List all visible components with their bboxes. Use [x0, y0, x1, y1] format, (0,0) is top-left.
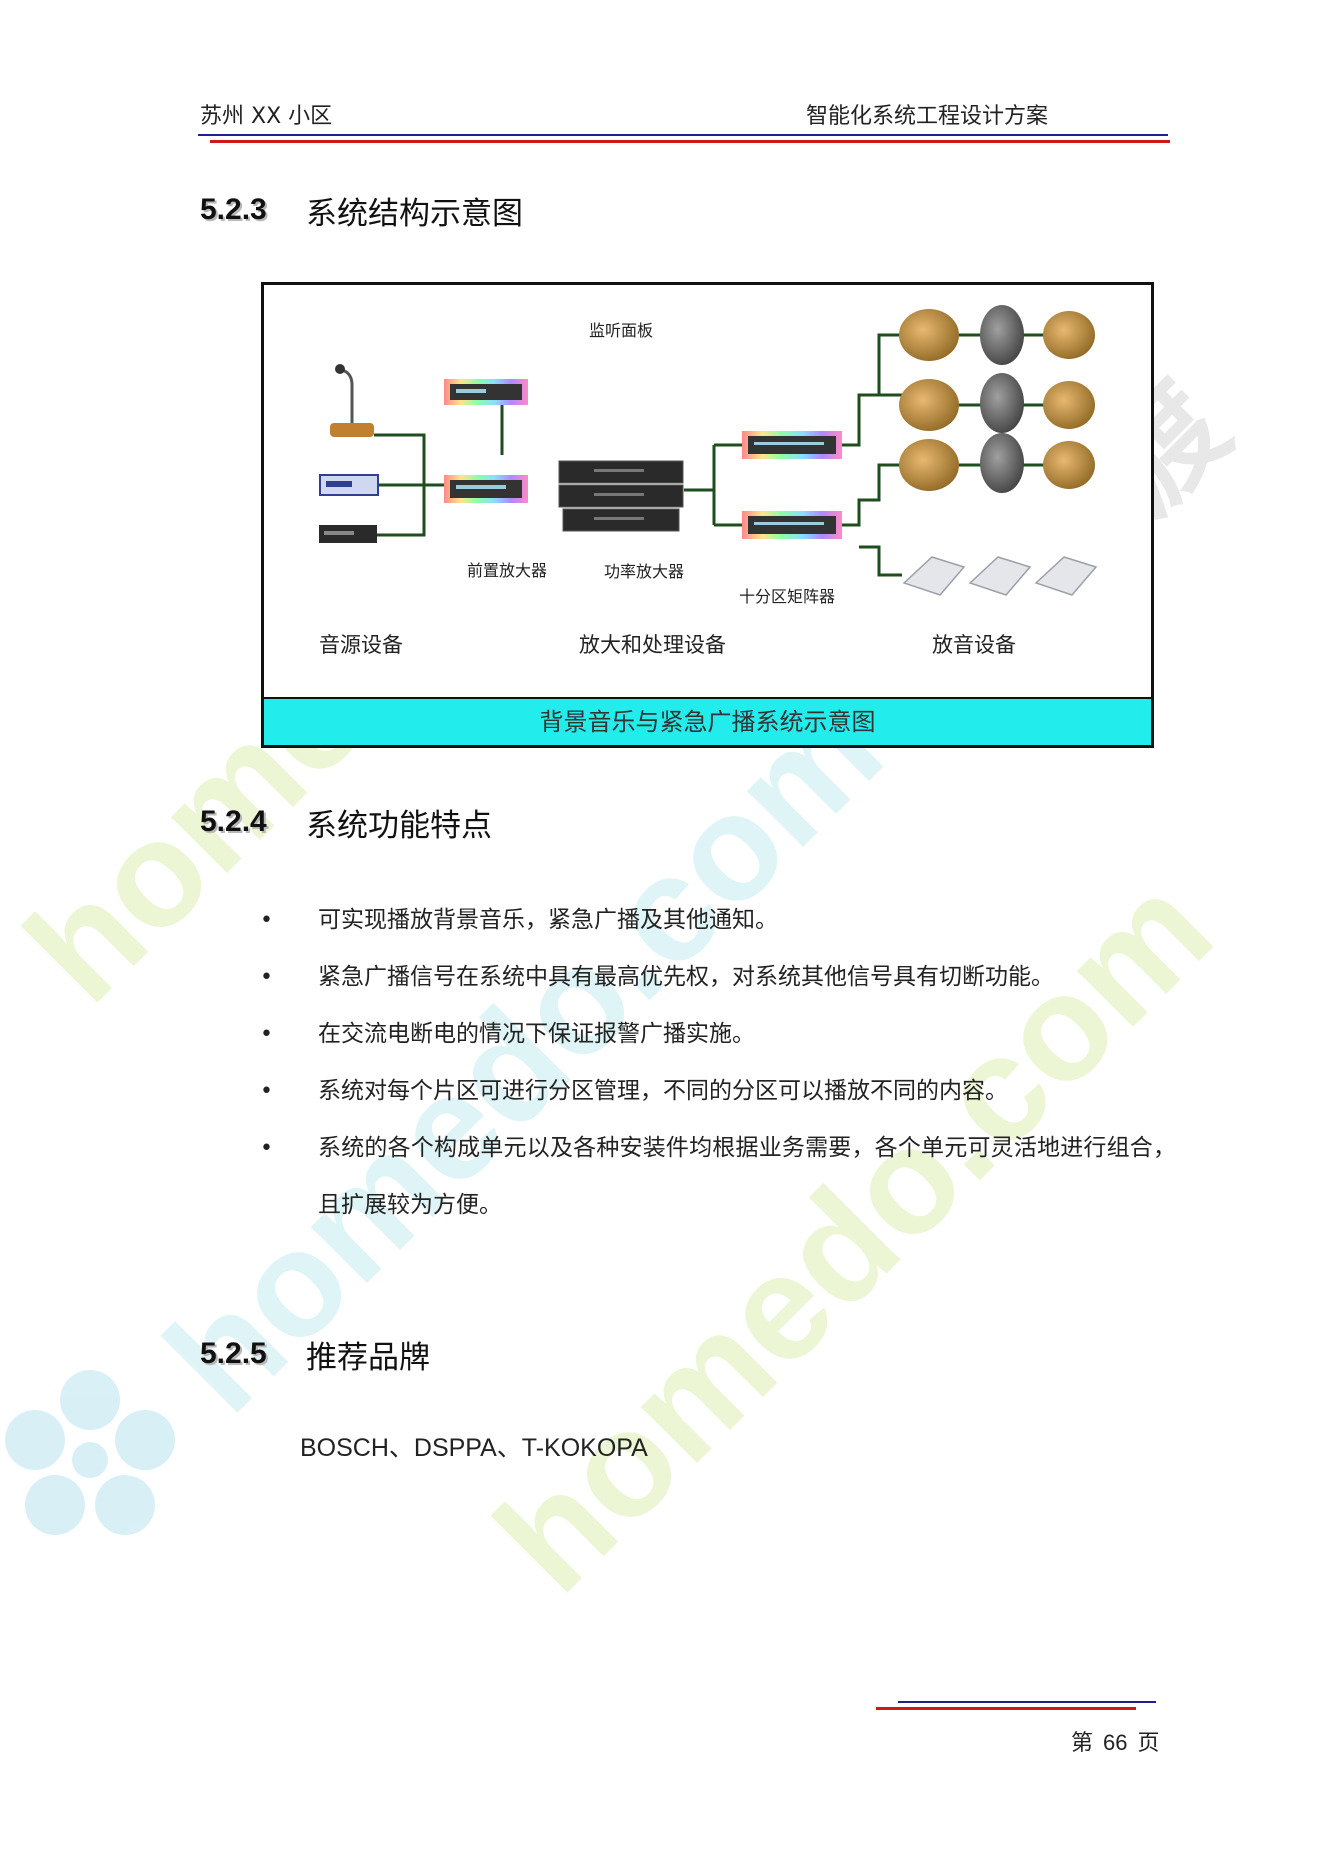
- label-zone-matrix: 十分区矩阵器: [739, 587, 836, 606]
- header-left-title: 苏州 XX 小区: [200, 104, 333, 129]
- section-heading-525: 5.2.5 推荐品牌: [200, 1332, 430, 1376]
- label-power-amp: 功率放大器: [604, 562, 685, 581]
- section-title: 系统结构示意图: [306, 195, 523, 232]
- diagram-caption: 背景音乐与紧急广播系统示意图: [264, 697, 1151, 745]
- header-rule-blue: [198, 134, 1168, 136]
- section-title: 推荐品牌: [306, 1339, 430, 1376]
- header-rule-red: [210, 140, 1170, 143]
- bullet-icon: •: [260, 1022, 273, 1047]
- list-item-text: 可实现播放背景音乐，紧急广播及其他通知。: [318, 907, 778, 933]
- bullet-icon: •: [260, 965, 273, 990]
- rock-speaker-icon: [899, 305, 1095, 493]
- page-number: 第 66 页: [1071, 1725, 1160, 1757]
- speaker-icon: [902, 556, 1098, 596]
- recommended-brands: BOSCH、DSPPA、T-KOKOPA: [300, 1434, 648, 1462]
- section-heading-523: 5.2.3 系统结构示意图: [200, 188, 523, 232]
- bullet-icon: •: [260, 1136, 273, 1161]
- cd-player-icon: [319, 474, 379, 496]
- group-label-amplify: 放大和处理设备: [579, 633, 726, 657]
- bullet-icon: •: [260, 908, 273, 933]
- section-heading-524: 5.2.4 系统功能特点: [200, 800, 492, 844]
- group-label-source: 音源设备: [319, 633, 403, 657]
- bullet-icon: •: [260, 1079, 273, 1104]
- page-prefix: 第: [1071, 1731, 1094, 1756]
- list-item: • 系统的各个构成单元以及各种安装件均根据业务需要，各个单元可灵活地进行组合，且扩…: [256, 1120, 1176, 1234]
- list-item-text: 系统对每个片区可进行分区管理，不同的分区可以播放不同的内容。: [318, 1078, 1008, 1104]
- list-item: • 在交流电断电的情况下保证报警广播实施。: [256, 1006, 1176, 1063]
- group-label-speakers: 放音设备: [932, 633, 1016, 657]
- list-item: • 可实现播放背景音乐，紧急广播及其他通知。: [256, 892, 1176, 949]
- list-item: • 系统对每个片区可进行分区管理，不同的分区可以播放不同的内容。: [256, 1063, 1176, 1120]
- list-item-text: 系统的各个构成单元以及各种安装件均根据业务需要，各个单元可灵活地进行组合，且扩展…: [318, 1135, 1176, 1218]
- system-structure-diagram: 监听面板 前置放大器 功率放大器 十分区矩阵器 音源设备 放大和处理设备 放音设…: [261, 282, 1154, 748]
- tuner-icon: [319, 525, 377, 543]
- page-suffix: 页: [1137, 1731, 1160, 1756]
- section-number: 5.2.4: [200, 805, 267, 838]
- list-item: • 紧急广播信号在系统中具有最高优先权，对系统其他信号具有切断功能。: [256, 949, 1176, 1006]
- section-title: 系统功能特点: [306, 807, 492, 844]
- list-item-text: 在交流电断电的情况下保证报警广播实施。: [318, 1021, 755, 1047]
- preamp-icon: [444, 475, 528, 503]
- list-item-text: 紧急广播信号在系统中具有最高优先权，对系统其他信号具有切断功能。: [318, 964, 1054, 990]
- footer-rule-blue: [898, 1701, 1156, 1703]
- monitor-panel-icon: [444, 379, 528, 405]
- header-right-title: 智能化系统工程设计方案: [806, 104, 1049, 129]
- watermark-flower-icon: [5, 1370, 175, 1535]
- label-preamp: 前置放大器: [467, 561, 548, 580]
- microphone-icon: [330, 364, 374, 437]
- page-number-value: 66: [1103, 1730, 1128, 1755]
- diagram-graphics: [319, 305, 1098, 596]
- zone-matrix-icon: [742, 431, 842, 539]
- section-number: 5.2.3: [200, 193, 267, 226]
- label-monitor-panel: 监听面板: [589, 321, 654, 340]
- feature-list: • 可实现播放背景音乐，紧急广播及其他通知。 • 紧急广播信号在系统中具有最高优先权…: [256, 892, 1176, 1234]
- power-amplifier-icon: [558, 460, 684, 532]
- footer-rule-red: [876, 1707, 1136, 1710]
- section-number: 5.2.5: [200, 1337, 267, 1370]
